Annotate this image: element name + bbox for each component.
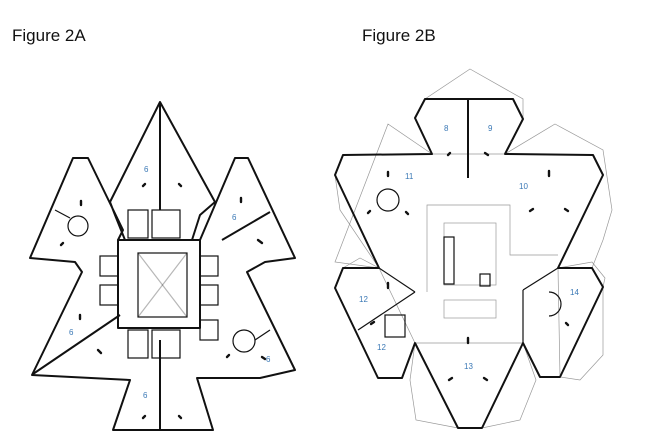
room-label: 11 (405, 172, 414, 181)
room-label: 14 (570, 288, 579, 297)
room-label: 12 (359, 295, 368, 304)
room-label: 6 (69, 328, 74, 337)
floor-plan-2a: 6 6 6 6 6 (29, 101, 296, 431)
room-label: 8 (444, 124, 449, 133)
figure-2a-caption: Figure 2A (12, 26, 86, 45)
room-label: 6 (144, 165, 149, 174)
room-label: 10 (519, 182, 528, 191)
floor-plan-2b: 8 9 11 10 12 12 13 14 (334, 68, 613, 429)
room-label: 6 (232, 213, 237, 222)
room-label: 6 (266, 355, 271, 364)
room-label: 13 (464, 362, 473, 371)
room-label: 9 (488, 124, 493, 133)
figure-2b-caption: Figure 2B (362, 26, 436, 45)
room-label: 6 (143, 391, 148, 400)
room-label: 12 (377, 343, 386, 352)
